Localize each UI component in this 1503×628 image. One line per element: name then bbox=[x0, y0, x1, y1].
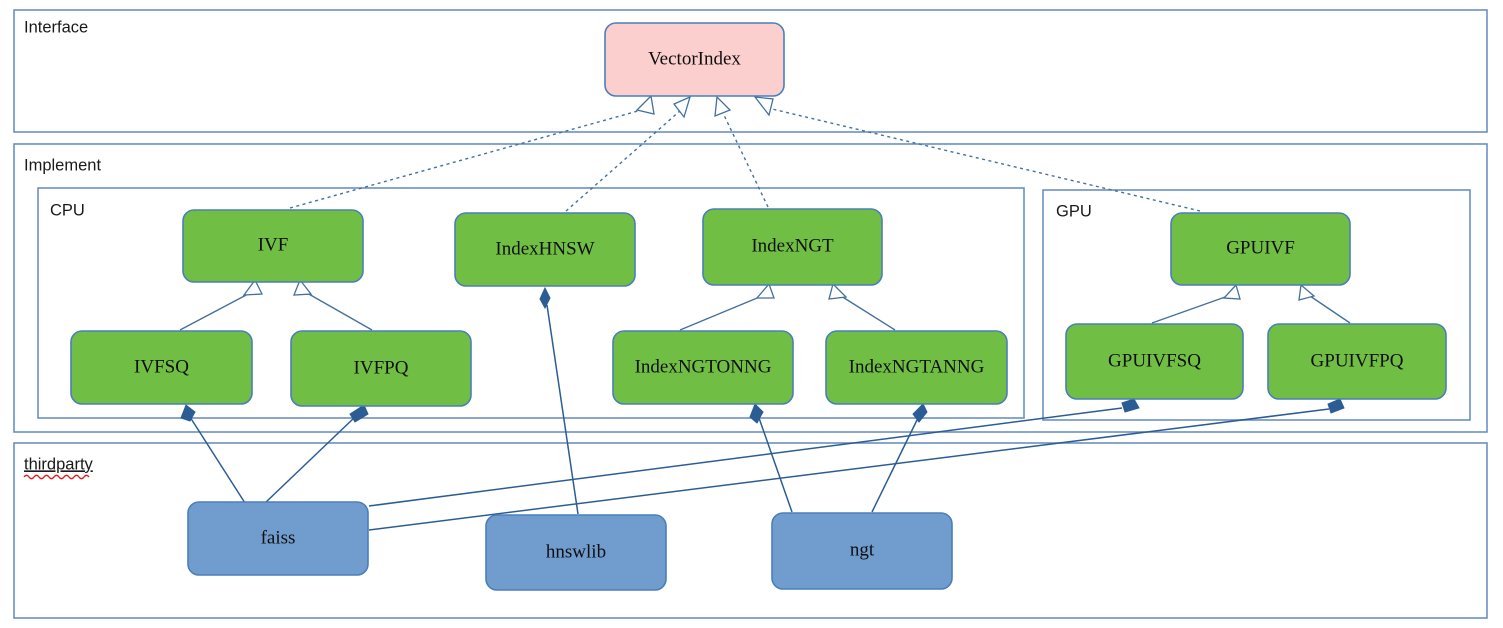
node-hnswlib-rect[interactable] bbox=[485, 514, 667, 591]
node-ivfsq-label: IVFSQ bbox=[134, 356, 189, 377]
node-hnswlib[interactable]: hnswlib bbox=[485, 514, 667, 591]
frame-interface-label: Interface bbox=[24, 18, 88, 36]
frame-interface-rect bbox=[13, 9, 1488, 133]
node-indexngtanng[interactable]: IndexNGTANNG bbox=[825, 330, 1008, 405]
node-ivfpq[interactable]: IVFPQ bbox=[290, 330, 472, 407]
frame-cpu-label: CPU bbox=[50, 201, 85, 219]
edge-ivfsq-to-ivf bbox=[179, 278, 264, 331]
node-hnswlib-label: hnswlib bbox=[546, 541, 606, 562]
node-gpuivfpq-rect[interactable] bbox=[1267, 323, 1447, 400]
edge-gpuivfpq-to-gpuivf bbox=[1298, 283, 1351, 324]
node-indexngtonng[interactable]: IndexNGTONNG bbox=[612, 330, 794, 405]
node-ngt[interactable]: ngt bbox=[771, 512, 953, 590]
node-gpuivfpq-label: GPUIVFPQ bbox=[1311, 350, 1404, 371]
node-indexngtonng-label: IndexNGTONNG bbox=[635, 356, 772, 377]
node-ivfsq-rect[interactable] bbox=[70, 330, 253, 405]
node-ivf[interactable]: IVF bbox=[182, 209, 364, 283]
edge-ngt-to-indexngtanng bbox=[871, 403, 928, 513]
node-indexngtonng-rect[interactable] bbox=[612, 330, 794, 405]
edge-faiss-to-ivfpq bbox=[264, 404, 369, 504]
frame-gpu-rect bbox=[1042, 189, 1471, 421]
edge-faiss-to-ivfsq bbox=[180, 404, 246, 504]
node-indexhnsw[interactable]: IndexHNSW bbox=[454, 212, 636, 287]
node-gpuivfsq-rect[interactable] bbox=[1065, 323, 1244, 400]
node-vectorindex-rect[interactable] bbox=[604, 22, 785, 97]
node-faiss[interactable]: faiss bbox=[187, 501, 369, 576]
node-indexhnsw-label: IndexHNSW bbox=[495, 238, 594, 259]
node-gpuivfsq-label: GPUIVFSQ bbox=[1108, 350, 1201, 371]
frame-gpu-label: GPU bbox=[1056, 202, 1092, 220]
node-faiss-rect[interactable] bbox=[187, 501, 369, 576]
frame-thirdparty-rect bbox=[13, 442, 1488, 619]
node-ivf-label: IVF bbox=[258, 234, 289, 255]
edge-indexngtanng-to-indexngt bbox=[828, 282, 896, 331]
node-ivf-rect[interactable] bbox=[182, 209, 364, 283]
node-indexhnsw-rect[interactable] bbox=[454, 212, 636, 287]
edge-ivfpq-to-ivf bbox=[293, 278, 373, 331]
frame-interface: Interface bbox=[13, 9, 1488, 133]
edge-gpuivf-to-vectorindex bbox=[753, 96, 1201, 212]
node-ngt-rect[interactable] bbox=[771, 512, 953, 590]
edge-hnswlib-to-indexhnsw bbox=[539, 286, 579, 515]
edge-ngt-to-indexngtonng bbox=[749, 403, 793, 513]
node-ivfpq-label: IVFPQ bbox=[354, 357, 409, 378]
node-indexngtanng-rect[interactable] bbox=[825, 330, 1008, 405]
frame-gpu: GPU bbox=[1042, 189, 1471, 421]
node-gpuivfpq[interactable]: GPUIVFPQ bbox=[1267, 323, 1447, 400]
node-indexngt-rect[interactable] bbox=[702, 208, 883, 286]
node-ngt-label: ngt bbox=[850, 539, 875, 560]
node-indexngtanng-label: IndexNGTANNG bbox=[849, 356, 985, 377]
frame-implement: Implement bbox=[13, 143, 1488, 433]
edge-indexhnsw-to-vectorindex bbox=[565, 95, 692, 212]
frame-cpu: CPU bbox=[37, 187, 1025, 419]
node-vectorindex-label: VectorIndex bbox=[648, 48, 741, 69]
frame-implement-rect bbox=[13, 143, 1488, 433]
edge-faiss-to-gpuivfsq bbox=[368, 398, 1140, 507]
edge-ivf-to-vectorindex bbox=[289, 94, 655, 209]
node-ivfpq-rect[interactable] bbox=[290, 330, 472, 407]
node-ivfsq[interactable]: IVFSQ bbox=[70, 330, 253, 405]
frame-thirdparty: thirdparty bbox=[13, 442, 1488, 619]
node-gpuivf-label: GPUIVF bbox=[1226, 237, 1295, 258]
node-indexngt[interactable]: IndexNGT bbox=[702, 208, 883, 286]
spellcheck-squiggle-icon bbox=[23, 474, 90, 480]
edge-indexngt-to-vectorindex bbox=[714, 95, 769, 208]
node-indexngt-label: IndexNGT bbox=[751, 235, 834, 256]
node-gpuivfsq[interactable]: GPUIVFSQ bbox=[1065, 323, 1244, 400]
node-gpuivf-rect[interactable] bbox=[1170, 212, 1351, 286]
frame-thirdparty-label: thirdparty bbox=[24, 455, 94, 473]
node-vectorindex[interactable]: VectorIndex bbox=[604, 22, 785, 97]
edge-faiss-to-gpuivfpq bbox=[368, 398, 1345, 531]
edge-gpuivfsq-to-gpuivf bbox=[1151, 283, 1241, 324]
node-faiss-label: faiss bbox=[261, 527, 296, 548]
node-gpuivf[interactable]: GPUIVF bbox=[1170, 212, 1351, 286]
edge-indexngtonng-to-indexngt bbox=[679, 282, 775, 331]
frame-cpu-rect bbox=[37, 187, 1025, 419]
frame-implement-label: Implement bbox=[24, 156, 101, 174]
